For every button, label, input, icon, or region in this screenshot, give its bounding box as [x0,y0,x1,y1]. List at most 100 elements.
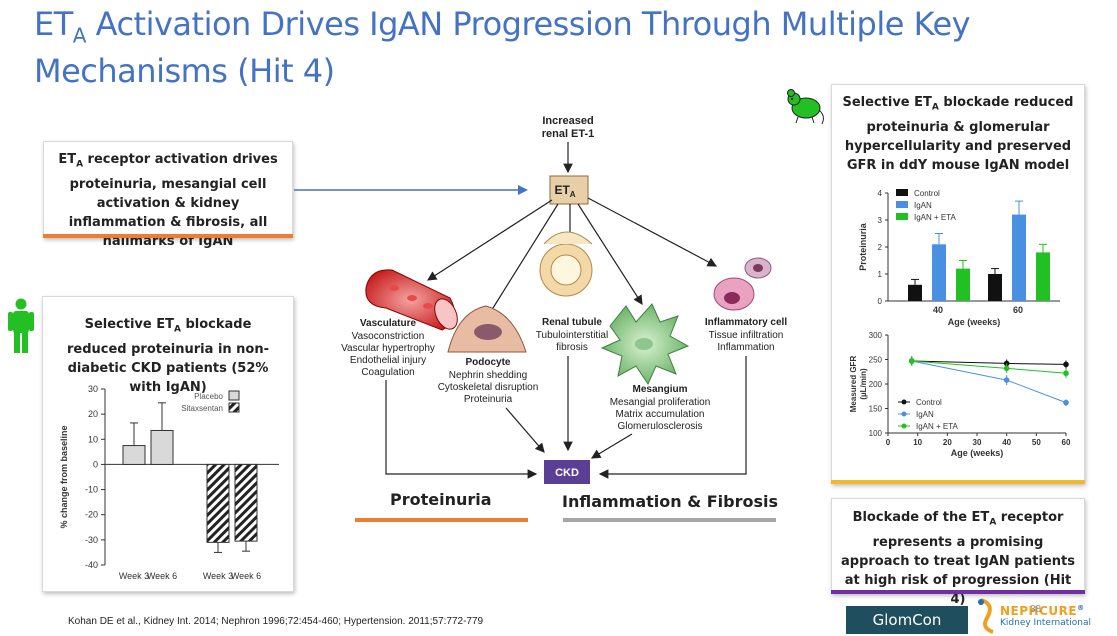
mesangium-line-2: Matrix accumulation [616,409,705,420]
y-axis-label: Measured GFR [849,356,858,413]
x-tick-label: 30 [973,438,982,447]
mesangium-line-3: Glomerulosclerosis [617,421,702,432]
human-study-box: Selective ETA blockade reduced proteinur… [42,296,294,592]
y-tick-label: 200 [869,380,883,389]
mouse-study-box: Selective ETA blockade reduced proteinur… [831,84,1085,484]
glomcon-logo: GlomCon [846,606,968,634]
y-tick-label: 250 [869,356,883,365]
legend-marker [901,399,907,405]
human-study-text: Selective ETA blockade reduced proteinur… [66,317,270,395]
y-tick-label: -40 [85,560,98,570]
bar [1036,252,1050,301]
gold-underline [831,480,1085,484]
legend-label: IgAN [916,410,934,419]
bar [122,445,146,465]
arrow-vasculature-to-ckd [385,380,538,479]
y-tick-label: 20 [88,409,98,419]
vessel-icon [365,269,458,331]
title-line1-pre: ET [34,5,73,43]
proteinuria-underline [355,518,528,522]
y-tick-label: 10 [88,434,98,444]
vasculature-line-2: Vascular hypertrophy [341,343,435,354]
legend-swatch [896,213,908,220]
mouse-study-text: Selective ETA blockade reduced proteinur… [842,95,1074,173]
eta-activation-box: ETA receptor activation drives proteinur… [43,141,293,249]
title-line1-post: Activation Drives IgAN Progression Throu… [85,5,971,43]
left-connector-arrow [294,185,528,195]
top-label-1: Increased [542,115,593,127]
y-tick-label: 300 [869,331,883,340]
inflammation-fibrosis-label: Inflammation & Fibrosis [562,492,779,511]
y-tick-label: -30 [85,535,98,545]
conclusion-box: Blockade of the ETA receptor represents … [831,498,1085,607]
arrow-to-podocyte [487,203,559,318]
bar [150,429,174,465]
x-tick-label: 0 [886,438,891,447]
x-tick-label: 40 [1002,438,1011,447]
tubule-line-2: fibrosis [556,342,588,353]
arrow-to-vasculature [426,199,553,281]
legend-label: Control [916,398,942,407]
y-axis-label-unit: (µL/min) [859,368,868,400]
page-title: ETA Activation Drives IgAN Progression T… [34,6,1094,89]
y-tick-label: 4 [878,189,883,198]
pathway-diagram: Increased renal ET-1 ETA Vasculature Va [341,115,787,484]
podocyte-line-3: Proteinuria [464,394,513,405]
y-tick-label: 2 [878,243,883,252]
x-tick-label: 60 [1013,305,1023,315]
podocyte-icon [447,305,527,353]
legend-marker [901,411,907,417]
inflammatory-title: Inflammatory cell [705,317,787,328]
y-tick-label: 0 [878,297,883,306]
data-point [1063,370,1069,377]
ckd-label: CKD [555,467,579,479]
mesangium-line-1: Mesangial proliferation [610,397,711,408]
bar [908,284,922,301]
y-axis-label: Proteinuria [858,222,868,271]
vasculature-line-4: Coagulation [361,367,414,378]
arrow-inflammatory-to-ckd [598,356,747,479]
arrow-to-inflammatory [587,197,718,267]
inflammatory-line-2: Inflammation [717,342,774,353]
inflammation-underline [563,518,776,522]
bar [234,463,258,542]
eta-node-label: ETA [554,183,575,199]
y-tick-label: 30 [88,384,98,394]
title-line2: Mechanisms (Hit 4) [34,52,335,91]
top-label-2: renal ET-1 [542,128,595,140]
tubule-line-1: Tubulointerstitial [536,330,608,341]
citation: Kohan DE et al., Kidney Int. 2014; Nephr… [68,616,484,627]
ckd-node [544,460,590,484]
arrow-podocyte-to-ckd [505,407,545,453]
podocyte-title: Podocyte [465,357,510,368]
x-tick-label: 50 [1032,438,1041,447]
legend-label: IgAN + ETA [914,213,957,222]
bar [932,244,946,301]
data-point [1063,399,1069,406]
podocyte-line-1: Nephrin shedding [449,370,527,381]
x-tick-label: 10 [913,438,922,447]
x-tick-label: Week 3 [119,571,149,581]
orange-underline [43,234,293,238]
nephcure-ribbon-icon [978,598,994,634]
eta-activation-text: ETA receptor activation drives proteinur… [58,152,278,249]
x-tick-label: Week 3 [203,571,233,581]
human-icon [8,298,34,353]
page-number: 38 [1030,604,1042,615]
purple-underline [831,590,1085,594]
x-tick-label: Week 6 [147,571,177,581]
tubule-title: Renal tubule [542,317,602,328]
x-axis-label: Age (weeks) [948,317,1001,327]
y-tick-label: 1 [878,270,883,279]
arrow-mesangium-to-ckd [590,433,633,459]
mesangium-icon [600,303,690,386]
data-point [1003,360,1010,367]
conclusion-text: Blockade of the ETA receptor represents … [841,510,1075,607]
y-axis-label: % change from baseline [59,425,69,528]
data-point [908,358,915,364]
data-point [1003,365,1010,372]
bar [988,274,1002,301]
